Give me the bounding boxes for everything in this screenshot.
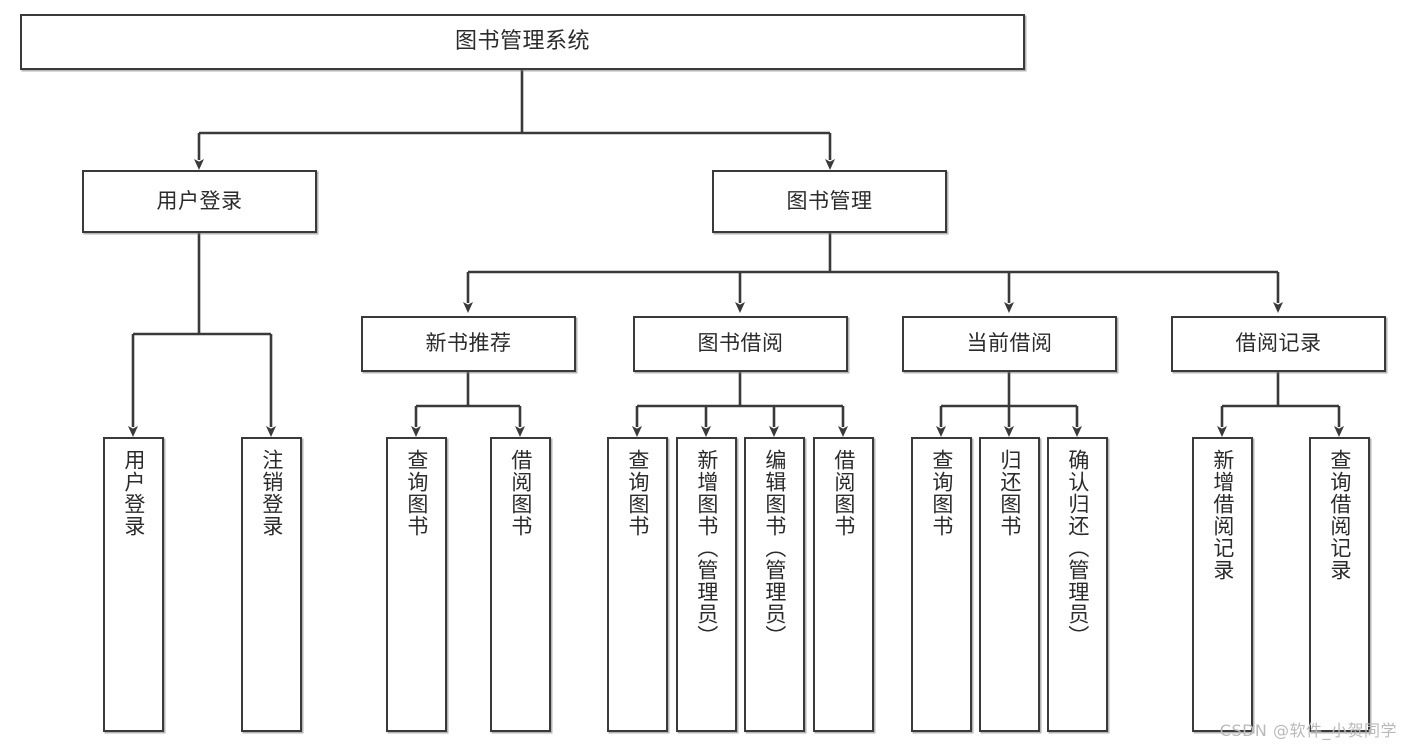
- node-label: 新书推荐: [425, 331, 512, 356]
- leaf-new-book-borrow-book[interactable]: 借阅图书: [490, 437, 551, 732]
- node-label: 用户登录: [121, 449, 146, 537]
- leaf-new-book-query-book[interactable]: 查询图书: [386, 437, 447, 732]
- leaf-current-borrow-confirm-return-admin[interactable]: 确认归还（管理员）: [1047, 437, 1108, 732]
- node-label: 借阅图书: [831, 449, 856, 537]
- node-label: 查询图书: [625, 449, 650, 537]
- node-user-login[interactable]: 用户登录: [82, 170, 317, 233]
- node-label: 用户登录: [156, 188, 243, 213]
- node-root-book-management-system[interactable]: 图书管理系统: [20, 14, 1025, 70]
- node-label: 图书管理: [786, 188, 873, 213]
- leaf-current-borrow-query-book[interactable]: 查询图书: [911, 437, 972, 732]
- leaf-book-borrow-borrow-book[interactable]: 借阅图书: [813, 437, 874, 732]
- node-label: 确认归还（管理员）: [1065, 449, 1090, 647]
- leaf-borrow-record-add-record[interactable]: 新增借阅记录: [1192, 437, 1253, 732]
- leaf-user-login-login[interactable]: 用户登录: [103, 437, 164, 732]
- node-label: 借阅记录: [1235, 331, 1322, 356]
- node-new-book-recommend[interactable]: 新书推荐: [361, 316, 576, 372]
- node-label: 归还图书: [997, 449, 1022, 537]
- node-label: 图书管理系统: [454, 28, 590, 54]
- node-book-management[interactable]: 图书管理: [712, 170, 947, 233]
- node-label: 查询借阅记录: [1327, 449, 1352, 581]
- node-label: 注销登录: [259, 449, 284, 537]
- node-label: 查询图书: [404, 449, 429, 537]
- node-label: 图书借阅: [697, 331, 784, 356]
- leaf-book-borrow-query-book[interactable]: 查询图书: [607, 437, 668, 732]
- node-borrow-record[interactable]: 借阅记录: [1171, 316, 1386, 372]
- node-label: 编辑图书（管理员）: [762, 449, 787, 647]
- watermark: CSDN @软件_小贺同学: [1219, 721, 1397, 740]
- node-label: 查询图书: [929, 449, 954, 537]
- node-current-borrow[interactable]: 当前借阅: [902, 316, 1117, 372]
- node-label: 新增借阅记录: [1210, 449, 1235, 581]
- leaf-borrow-record-query-record[interactable]: 查询借阅记录: [1309, 437, 1370, 732]
- node-label: 当前借阅: [966, 331, 1053, 356]
- leaf-book-borrow-add-book-admin[interactable]: 新增图书（管理员）: [676, 437, 737, 732]
- node-book-borrow[interactable]: 图书借阅: [633, 316, 848, 372]
- node-label: 借阅图书: [508, 449, 533, 537]
- leaf-user-login-logout[interactable]: 注销登录: [241, 437, 302, 732]
- leaf-book-borrow-edit-book-admin[interactable]: 编辑图书（管理员）: [744, 437, 805, 732]
- node-label: 新增图书（管理员）: [694, 449, 719, 647]
- leaf-current-borrow-return-book[interactable]: 归还图书: [979, 437, 1040, 732]
